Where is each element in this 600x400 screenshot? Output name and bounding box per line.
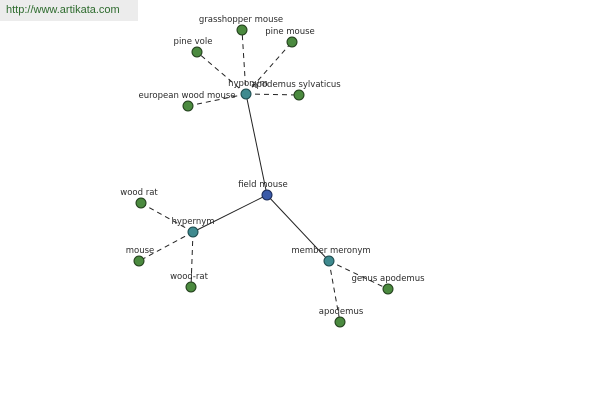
edge-hyponym-apodemus-sylvaticus <box>245 93 300 96</box>
edge-hypernym-wood-rat-hyphen <box>190 231 194 288</box>
label-word-apodemus: apodemus <box>319 307 364 317</box>
site-link[interactable]: http://www.artikata.com <box>6 4 120 16</box>
label-word-wood-rat: wood rat <box>120 188 158 198</box>
node-word-pine-vole[interactable] <box>191 46 203 58</box>
edge-hyponym-european-wood-mouse <box>187 93 247 107</box>
edge-center-member-meronym <box>266 194 330 262</box>
edge-hyponym-grasshopper-mouse <box>241 29 247 95</box>
label-relation-member-meronym: member meronym <box>291 246 370 256</box>
site-link-bar: http://www.artikata.com <box>0 0 138 21</box>
edge-meronym-apodemus <box>328 260 341 323</box>
label-center: field mouse <box>238 180 288 190</box>
edge-hyponym-pine-vole <box>196 51 247 95</box>
node-word-mouse[interactable] <box>133 255 145 267</box>
node-center[interactable] <box>261 189 273 201</box>
node-word-wood-rat-hyphen[interactable] <box>185 281 197 293</box>
label-word-european-wood-mouse: european wood mouse <box>138 91 235 101</box>
node-word-pine-mouse[interactable] <box>286 36 298 48</box>
edge-center-hypernym <box>192 194 268 233</box>
edge-hypernym-wood-rat <box>140 202 194 233</box>
node-word-grasshopper-mouse[interactable] <box>236 24 248 36</box>
label-word-genus-apodemus: genus apodemus <box>351 274 425 284</box>
label-word-grasshopper-mouse: grasshopper mouse <box>199 15 283 25</box>
label-word-pine-vole: pine vole <box>174 37 213 47</box>
node-relation-member-meronym[interactable] <box>323 255 335 267</box>
edge-meronym-genus-apodemus <box>328 260 389 290</box>
label-word-wood-rat-hyphen: wood-rat <box>170 272 209 282</box>
node-word-wood-rat[interactable] <box>135 197 147 209</box>
label-relation-hyponym: hyponym <box>228 79 268 89</box>
edge-center-hyponym <box>245 93 268 196</box>
node-word-apodemus-sylvaticus[interactable] <box>293 89 305 101</box>
node-word-genus-apodemus[interactable] <box>382 283 394 295</box>
node-relation-hyponym[interactable] <box>240 88 252 100</box>
label-word-mouse: mouse <box>126 246 155 256</box>
label-word-pine-mouse: pine mouse <box>265 27 315 37</box>
edge-hyponym-pine-mouse <box>245 41 293 95</box>
node-word-european-wood-mouse[interactable] <box>182 100 194 112</box>
label-relation-hypernym: hypernym <box>171 217 214 227</box>
label-word-apodemus-sylvaticus: apodemus sylvaticus <box>251 80 341 90</box>
edge-hypernym-mouse <box>138 231 194 262</box>
node-relation-hypernym[interactable] <box>187 226 199 238</box>
node-word-apodemus[interactable] <box>334 316 346 328</box>
